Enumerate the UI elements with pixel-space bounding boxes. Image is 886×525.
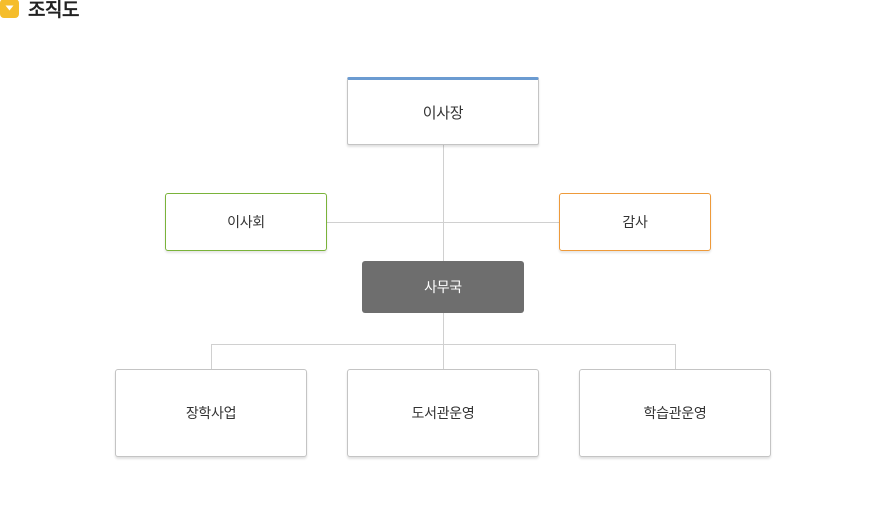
department-label: 장학사업: [185, 406, 237, 422]
department-label: 도서관운영: [411, 406, 475, 422]
department-box-library[interactable]: 도서관운영: [347, 369, 539, 457]
audit-box[interactable]: 감사: [559, 193, 711, 251]
chair-box[interactable]: 이사장: [347, 77, 539, 145]
department-label: 학습관운영: [643, 406, 707, 422]
section-heading: 조직도: [0, 0, 79, 21]
connector-chair-to-office: [443, 145, 444, 261]
connector-departments-horizontal: [211, 344, 676, 345]
office-box[interactable]: 사무국: [362, 261, 524, 313]
page-title: 조직도: [28, 0, 79, 21]
connector-department-1: [211, 344, 212, 369]
board-box[interactable]: 이사회: [165, 193, 327, 251]
chevron-down-icon[interactable]: [0, 0, 19, 18]
board-label: 이사회: [227, 215, 265, 231]
department-box-scholarship[interactable]: 장학사업: [115, 369, 307, 457]
connector-department-3: [675, 344, 676, 369]
connector-office-down: [443, 313, 444, 369]
department-box-learning-center[interactable]: 학습관운영: [579, 369, 771, 457]
connector-board-to-audit: [327, 222, 559, 223]
office-label: 사무국: [424, 280, 462, 296]
chair-label: 이사장: [422, 103, 464, 122]
audit-label: 감사: [622, 215, 648, 231]
